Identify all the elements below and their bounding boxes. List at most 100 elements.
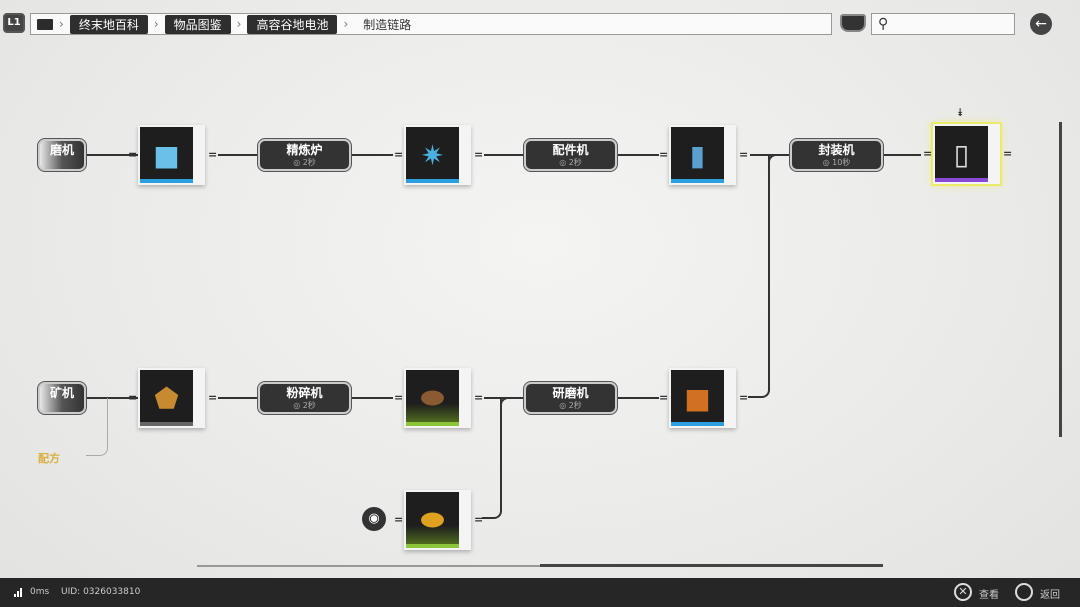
recipe-connector bbox=[86, 398, 108, 456]
back-label[interactable]: 返回 bbox=[1040, 590, 1060, 601]
connector bbox=[484, 154, 524, 156]
item-ore[interactable]: ⬟ bbox=[138, 368, 205, 428]
connector bbox=[617, 154, 659, 156]
machine-grinder[interactable]: 研磨机◎ 2秒 bbox=[523, 381, 618, 415]
rarity-bar bbox=[935, 178, 988, 182]
equals-connector-icon: = bbox=[659, 391, 669, 404]
breadcrumb-item[interactable]: 高容谷地电池 bbox=[247, 14, 338, 34]
breadcrumb-current: 制造链路 bbox=[363, 17, 412, 32]
machine-name: 研磨机 bbox=[552, 386, 589, 400]
machine-name: 矿机 bbox=[49, 386, 74, 400]
view-label[interactable]: 查看 bbox=[979, 590, 999, 601]
equals-connector-icon: = bbox=[208, 148, 218, 161]
chevron-right-icon: › bbox=[59, 17, 64, 31]
machine-fitting[interactable]: 配件机◎ 2秒 bbox=[523, 138, 618, 172]
eye-icon[interactable]: ◉ bbox=[362, 507, 386, 531]
machine-time: ◎ 2秒 bbox=[293, 158, 316, 167]
signal-icon bbox=[14, 588, 24, 597]
l1-button[interactable]: L1 bbox=[3, 13, 25, 33]
machine-miner-partial[interactable]: 矿机 bbox=[37, 381, 87, 415]
machine-grinder-partial[interactable]: 磨机 bbox=[37, 138, 87, 172]
current-target-marker-icon: ⯯ bbox=[957, 106, 964, 119]
connector bbox=[351, 154, 393, 156]
machine-time: ◎ 2秒 bbox=[559, 401, 582, 410]
vertical-scrollbar[interactable] bbox=[1059, 122, 1062, 437]
horizontal-scrollbar-thumb[interactable] bbox=[540, 564, 883, 567]
item-valley-battery[interactable]: ▯ bbox=[931, 122, 1002, 186]
connector bbox=[218, 397, 258, 399]
machine-name: 配件机 bbox=[552, 143, 589, 157]
component-icon: ▮ bbox=[671, 127, 724, 183]
equals-connector-icon: = bbox=[128, 148, 138, 161]
rarity-bar bbox=[140, 422, 193, 426]
equals-connector-icon: = bbox=[394, 391, 404, 404]
connector bbox=[768, 154, 790, 164]
rarity-bar bbox=[406, 179, 459, 183]
cross-button-icon[interactable]: ✕ bbox=[954, 583, 972, 601]
breadcrumb-item[interactable]: 终末地百科 bbox=[69, 14, 148, 34]
connector bbox=[748, 155, 770, 398]
gamepad-icon[interactable] bbox=[840, 14, 866, 32]
chevron-right-icon: › bbox=[153, 17, 159, 31]
top-bar: L1 › 终末地百科 › 物品图鉴 › 高容谷地电池 › 制造链路 ⚲ ← bbox=[0, 0, 1080, 50]
search-input[interactable]: ⚲ bbox=[871, 13, 1015, 35]
item-yellow-powder[interactable]: ⬬ bbox=[404, 490, 471, 550]
rarity-bar bbox=[406, 544, 459, 548]
crystal-icon: ✷ bbox=[406, 127, 459, 183]
item-crushed-ore[interactable]: ⬬ bbox=[404, 368, 471, 428]
connector bbox=[86, 154, 138, 156]
equals-connector-icon: = bbox=[474, 513, 484, 526]
ping: 0ms bbox=[30, 587, 50, 597]
connector bbox=[218, 154, 258, 156]
equals-connector-icon: = bbox=[739, 148, 749, 161]
connector bbox=[883, 154, 921, 156]
search-icon: ⚲ bbox=[878, 16, 889, 32]
rarity-bar bbox=[140, 179, 193, 183]
connector bbox=[482, 397, 502, 519]
equals-connector-icon: = bbox=[923, 147, 933, 160]
breadcrumb: › 终末地百科 › 物品图鉴 › 高容谷地电池 › 制造链路 bbox=[30, 13, 832, 35]
item-amber-cube[interactable]: ■ bbox=[669, 368, 736, 428]
equals-connector-icon: = bbox=[474, 148, 484, 161]
connector bbox=[351, 397, 393, 399]
equals-connector-icon: = bbox=[739, 391, 749, 404]
machine-name: 封装机 bbox=[818, 143, 855, 157]
folder-icon[interactable] bbox=[37, 18, 53, 30]
equals-connector-icon: = bbox=[128, 391, 138, 404]
powder-icon: ⬬ bbox=[406, 492, 459, 548]
footer: 0ms UID: 0326033810 ✕ 查看 返回 bbox=[0, 578, 1080, 607]
cube-icon: ■ bbox=[671, 370, 724, 426]
equals-connector-icon: = bbox=[474, 391, 484, 404]
breadcrumb-item[interactable]: 物品图鉴 bbox=[164, 14, 231, 34]
machine-time: ◎ 10秒 bbox=[822, 158, 851, 167]
connector bbox=[86, 397, 138, 399]
chevron-right-icon: › bbox=[343, 17, 349, 31]
machine-refinery[interactable]: 精炼炉◎ 2秒 bbox=[257, 138, 352, 172]
machine-name: 磨机 bbox=[49, 143, 74, 157]
recipe-link[interactable]: 配方 bbox=[38, 452, 60, 465]
item-component[interactable]: ▮ bbox=[669, 125, 736, 185]
ore-icon: ⬟ bbox=[140, 370, 193, 426]
equals-connector-icon: = bbox=[394, 148, 404, 161]
chevron-right-icon: › bbox=[236, 17, 242, 31]
item-blue-crystal[interactable]: ✷ bbox=[404, 125, 471, 185]
powder-icon: ⬬ bbox=[406, 370, 459, 426]
machine-packaging[interactable]: 封装机◎ 10秒 bbox=[789, 138, 884, 172]
connector bbox=[500, 397, 524, 407]
circle-button-icon[interactable] bbox=[1015, 583, 1033, 601]
equals-connector-icon: = bbox=[1003, 147, 1013, 160]
item-blue-cube[interactable]: ■ bbox=[138, 125, 205, 185]
rarity-bar bbox=[406, 422, 459, 426]
machine-name: 精炼炉 bbox=[286, 143, 323, 157]
battery-icon: ▯ bbox=[935, 126, 988, 182]
equals-connector-icon: = bbox=[659, 148, 669, 161]
rarity-bar bbox=[671, 179, 724, 183]
back-arrow-button[interactable]: ← bbox=[1030, 13, 1052, 35]
machine-crusher[interactable]: 粉碎机◎ 2秒 bbox=[257, 381, 352, 415]
equals-connector-icon: = bbox=[394, 513, 404, 526]
uid: UID: 0326033810 bbox=[61, 587, 141, 597]
machine-name: 粉碎机 bbox=[286, 386, 323, 400]
equals-connector-icon: = bbox=[208, 391, 218, 404]
rarity-bar bbox=[671, 422, 724, 426]
cube-icon: ■ bbox=[140, 127, 193, 183]
